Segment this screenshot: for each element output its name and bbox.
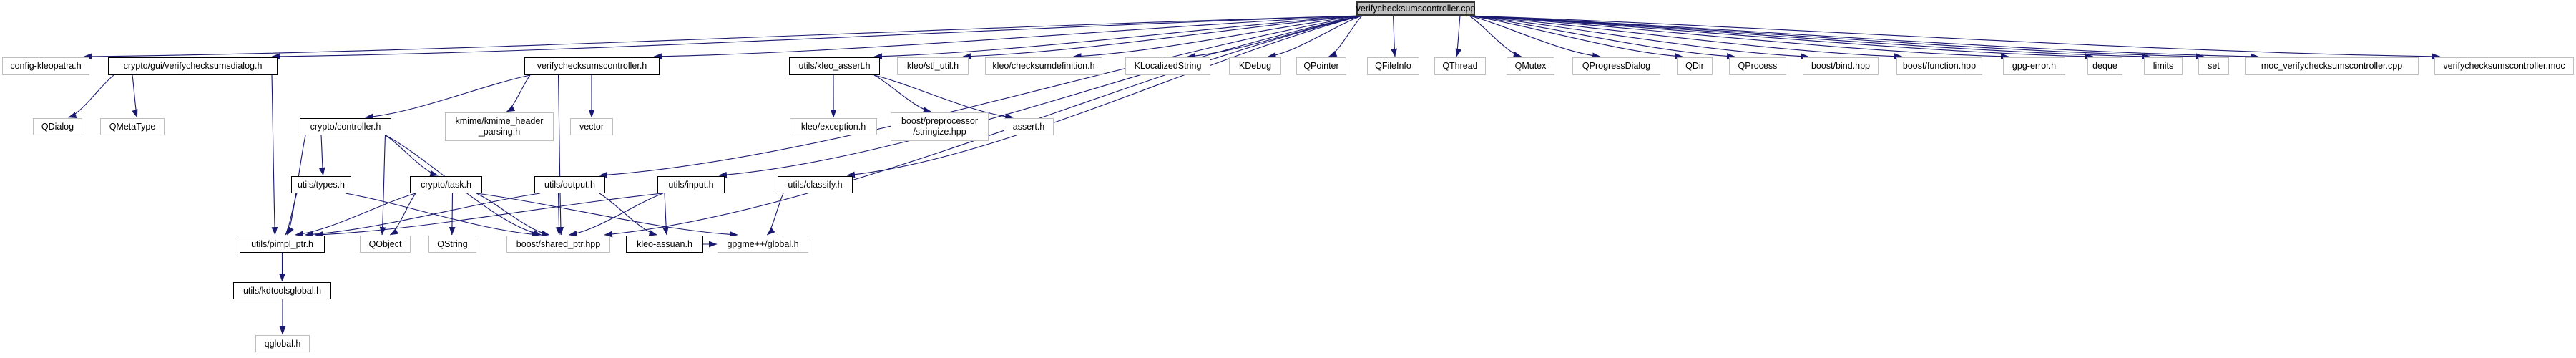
node-vector: vector — [570, 118, 613, 135]
edge-output-to-pimpl — [305, 193, 541, 238]
node-kdebug: KDebug — [1229, 57, 1281, 75]
edge-root-to-qthread — [1455, 15, 1462, 57]
edge-controller-to-qobject — [379, 135, 386, 236]
node-gpg-error-h: gpg-error.h — [2003, 57, 2065, 75]
node-utils-kleo-assert-h[interactable]: utils/kleo_assert.h — [789, 57, 880, 75]
node-qdialog: QDialog — [33, 118, 82, 135]
node-qprogressdialog: QProgressDialog — [1572, 57, 1660, 75]
node-qthread: QThread — [1434, 57, 1486, 75]
edge-dlg-to-qdialog — [68, 74, 114, 118]
node-kleo-stl-util-h: kleo/stl_util.h — [897, 57, 969, 75]
edge-root-to-qprocess — [1469, 15, 1735, 59]
node-qmutex: QMutex — [1507, 57, 1554, 75]
node-qfileinfo: QFileInfo — [1367, 57, 1419, 75]
edge-vch-to-sharedptr — [557, 74, 564, 236]
edge-root-to-deque — [1469, 15, 2094, 60]
node-utils-types-h[interactable]: utils/types.h — [291, 176, 351, 193]
node-qglobal-h: qglobal.h — [255, 335, 310, 352]
edge-root-to-dlg — [271, 15, 1363, 60]
edge-root-to-qdir — [1469, 15, 1683, 59]
edge-dlg-to-qmetatype — [132, 74, 138, 118]
edge-types-to-sharedptr — [345, 193, 540, 238]
edge-task-to-qstring — [449, 193, 456, 236]
node-boost-bind-hpp: boost/bind.hpp — [1803, 57, 1879, 75]
node-verifychecksumscontroller-cpp: verifychecksumscontroller.cpp — [1356, 1, 1475, 16]
node-utils-kdtoolsglobal-h[interactable]: utils/kdtoolsglobal.h — [233, 282, 331, 299]
edge-root-to-set — [1469, 15, 2205, 60]
edge-root-to-qprogressdialog — [1469, 15, 1601, 59]
node-config-kleopatra-h: config-kleopatra.h — [2, 57, 89, 75]
edge-types-to-pimpl — [285, 193, 298, 236]
edge-task-to-qobject — [389, 193, 416, 236]
edge-controller-to-types — [318, 135, 325, 176]
edge-kassert-to-asserth — [873, 74, 1014, 120]
edge-input-to-assuan — [662, 193, 669, 236]
edge-input-to-pimpl — [314, 193, 664, 238]
edge-classify-to-gpgme — [766, 193, 784, 236]
node-qobject: QObject — [360, 236, 411, 253]
node-qmetatype: QMetaType — [100, 118, 165, 135]
node-utils-input-h[interactable]: utils/input.h — [657, 176, 725, 193]
edge-root-to-chksumdef — [1073, 15, 1363, 59]
edge-root-to-stl — [962, 15, 1363, 60]
node-assert-h: assert.h — [1004, 118, 1054, 135]
edge-root-to-kdebug — [1267, 15, 1363, 59]
node-utils-pimpl-ptr-h[interactable]: utils/pimpl_ptr.h — [240, 236, 325, 253]
edge-root-to-cfg — [83, 15, 1363, 60]
edge-root-to-kassert — [873, 15, 1363, 60]
node-utils-output-h[interactable]: utils/output.h — [534, 176, 605, 193]
edge-root-to-gpgerror — [1469, 15, 2009, 60]
edge-root-to-boostfunction — [1469, 15, 1903, 60]
edge-root-to-output — [599, 15, 1363, 178]
node-boost-preprocessor-stringize-hpp: boost/preprocessor /stringize.hpp — [891, 112, 989, 141]
edge-vch-to-kmime — [506, 74, 531, 112]
node-crypto-task-h[interactable]: crypto/task.h — [410, 176, 482, 193]
node-kleo-exception-h: kleo/exception.h — [790, 118, 877, 135]
node-boost-shared-ptr-hpp: boost/shared_ptr.hpp — [506, 236, 610, 253]
node-limits: limits — [2144, 57, 2183, 75]
edge-task-to-sharedptr — [476, 193, 550, 237]
node-kleo-checksumdefinition-h: kleo/checksumdefinition.h — [985, 57, 1102, 75]
node-kmime-kmime-header-parsing-h: kmime/kmime_header _parsing.h — [445, 112, 554, 141]
edge-root-to-qmutex — [1469, 15, 1522, 58]
node-crypto-controller-h[interactable]: crypto/controller.h — [300, 118, 391, 135]
node-deque: deque — [2087, 57, 2122, 75]
node-boost-function-hpp: boost/function.hpp — [1896, 57, 1982, 75]
edge-root-to-classify — [846, 15, 1363, 178]
node-moc-verifychecksumscontroller-cpp: moc_verifychecksumscontroller.cpp — [2245, 57, 2419, 75]
edge-dlg-to-pimpl — [271, 74, 278, 236]
edge-output-to-assuan — [599, 193, 657, 236]
edge-root-to-moccpp — [1469, 15, 2259, 60]
node-qstring: QString — [428, 236, 476, 253]
node-crypto-gui-verifychecksumsdialog-h[interactable]: crypto/gui/verifychecksumsdialog.h — [108, 57, 278, 75]
node-verifychecksumscontroller-moc: verifychecksumscontroller.moc — [2434, 57, 2574, 75]
edge-root-to-input — [718, 15, 1363, 178]
node-kleo-assuan-h[interactable]: kleo-assuan.h — [626, 236, 703, 253]
edge-controller-to-task — [385, 135, 439, 177]
node-verifychecksumscontroller-h[interactable]: verifychecksumscontroller.h — [524, 57, 660, 75]
edge-root-to-moc — [1469, 15, 2441, 60]
node-klocalizedstring: KLocalizedString — [1125, 57, 1210, 75]
node-qprocess: QProcess — [1729, 57, 1786, 75]
edge-vch-to-controller — [365, 74, 531, 120]
edge-root-to-qfileinfo — [1391, 15, 1397, 57]
edge-root-to-vch — [653, 15, 1363, 60]
edge-kassert-to-stringize — [873, 74, 932, 113]
node-qdir: QDir — [1677, 57, 1713, 75]
edge-root-to-qpointer — [1328, 15, 1363, 57]
node-gpgme-global-h: gpgme++/global.h — [718, 236, 808, 253]
edge-task-to-gpgme — [476, 193, 738, 238]
edge-root-to-boostbind — [1469, 15, 1809, 59]
node-set: set — [2198, 57, 2229, 75]
node-utils-classify-h[interactable]: utils/classify.h — [778, 176, 853, 193]
edge-input-to-sharedptr — [568, 193, 664, 237]
node-qpointer: QPointer — [1296, 57, 1346, 75]
edge-task-to-pimpl — [295, 193, 416, 238]
